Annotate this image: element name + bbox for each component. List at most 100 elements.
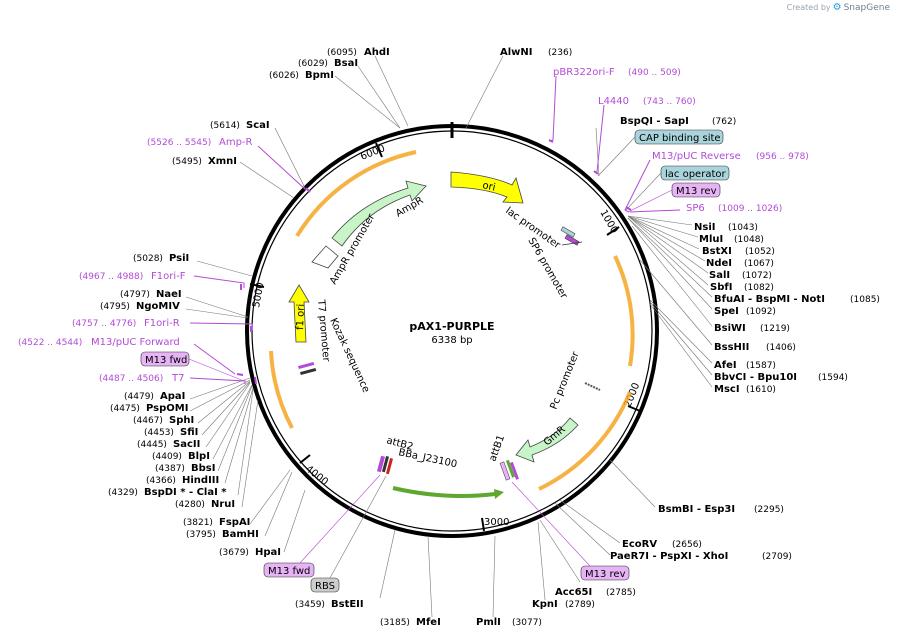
svg-text:M13/pUC Forward: M13/pUC Forward	[91, 337, 180, 348]
svg-text:M13 fwd: M13 fwd	[268, 566, 310, 577]
svg-text:M13 fwd: M13 fwd	[145, 355, 187, 366]
svg-text:(4795): (4795)	[100, 302, 130, 312]
svg-text:NgoMIV: NgoMIV	[136, 301, 180, 312]
svg-text:(1092): (1092)	[746, 307, 776, 317]
svg-text:NaeI: NaeI	[156, 289, 182, 300]
ori-arrow	[450, 171, 524, 204]
enzyme-paer7i: PaeR7I - PspXI - XhoI(2709)	[610, 551, 792, 562]
svg-text:(1594): (1594)	[818, 373, 848, 383]
svg-text:SpeI: SpeI	[714, 306, 739, 317]
svg-text:(236): (236)	[548, 48, 572, 58]
svg-text:(4445): (4445)	[137, 440, 167, 450]
enzyme-sfii: (4453)SfiI	[144, 427, 198, 438]
svg-text:(3821): (3821)	[183, 518, 213, 528]
svg-text:SfiI: SfiI	[180, 427, 198, 438]
svg-text:(1219): (1219)	[760, 324, 790, 334]
enzyme-sbfi: SbfI(1082)	[710, 282, 774, 293]
svg-text:MscI: MscI	[714, 384, 740, 395]
t7-promoter-label: T7 promoter	[315, 298, 332, 363]
attb2-mark	[376, 455, 394, 475]
box-lac-operator: lac operator	[625, 165, 730, 211]
svg-text:CAP binding site: CAP binding site	[639, 133, 721, 144]
svg-text:BspDI * - ClaI *: BspDI * - ClaI *	[144, 487, 227, 498]
tick-3000: 3000	[481, 517, 509, 532]
enzyme-bsteii: (3459)BstEII	[295, 599, 364, 610]
svg-text:L4440: L4440	[598, 96, 629, 107]
svg-text:BbvCI - Bpu10I: BbvCI - Bpu10I	[714, 372, 797, 383]
svg-text:(762): (762)	[712, 117, 736, 127]
enzyme-sphi: (4467) SphI	[133, 415, 194, 426]
svg-text:(2709): (2709)	[762, 552, 792, 562]
svg-text:AhdI: AhdI	[364, 47, 390, 58]
enzyme-spei: SpeI (1092)	[714, 306, 776, 317]
svg-text:(956 .. 978): (956 .. 978)	[756, 152, 809, 162]
enzyme-psii: (5028)PsiI	[133, 253, 189, 264]
primer-pbr322ori-f: pBR322ori-F (490 .. 509)	[553, 67, 681, 78]
enzyme-nsii: NsiI(1043)	[694, 222, 758, 233]
sp6-promoter-label: SP6 promoter	[525, 236, 569, 301]
svg-text:(3795): (3795)	[186, 530, 216, 540]
svg-text:SphI: SphI	[169, 415, 194, 426]
svg-text:(4487 .. 4506): (4487 .. 4506)	[99, 374, 163, 384]
svg-text:(3185): (3185)	[380, 618, 410, 628]
enzyme-bsiwi: BsiWI (1219)	[714, 323, 790, 334]
enzyme-bsmbi: BsmBI - Esp3I(2295)	[658, 504, 784, 515]
enzyme-alwni: AlwNI (236)	[500, 47, 572, 58]
enzyme-bsshii: BssHII(1406)	[714, 342, 796, 353]
svg-text:(490 .. 509): (490 .. 509)	[628, 68, 681, 78]
box-m13-rev-top: M13 rev	[627, 182, 721, 213]
enzyme-msci: MscI(1610)	[714, 384, 776, 395]
box-m13-fwd-left: M13 fwd	[140, 351, 245, 382]
tick-1000: 1000	[597, 208, 620, 236]
svg-text:(5028): (5028)	[133, 254, 163, 264]
enzyme-bfuai: BfuAI - BspMI - NotI(1085)	[714, 294, 880, 305]
svg-text:5000: 5000	[251, 282, 266, 309]
enzyme-naei: (4797) NaeI	[120, 289, 182, 300]
enzyme-bbsi: (4387)BbsI	[155, 463, 215, 474]
svg-text:(6029): (6029)	[298, 59, 328, 69]
green-orf-arrow	[392, 486, 496, 498]
svg-text:BssHII: BssHII	[714, 342, 749, 353]
enzyme-ahdi: (6095)AhdI	[327, 47, 390, 58]
svg-text:PspOMI: PspOMI	[146, 403, 188, 414]
svg-text:M13/pUC Reverse: M13/pUC Reverse	[652, 151, 741, 162]
primer-lines	[189, 75, 681, 384]
svg-text:pBR322ori-F: pBR322ori-F	[553, 67, 615, 78]
svg-text:F1ori-R: F1ori-R	[144, 318, 180, 329]
orf-arc-top-left	[295, 150, 417, 238]
enzyme-bpmi: (6026)BpmI	[269, 70, 334, 81]
svg-text:(2295): (2295)	[754, 505, 784, 515]
svg-text:(5495): (5495)	[172, 157, 202, 167]
primer-m13-puc-forward: (4522 .. 4544) M13/pUC Forward	[18, 337, 180, 348]
enzyme-mfei: (3185)MfeI	[380, 617, 441, 628]
svg-text:(4797): (4797)	[120, 290, 150, 300]
box-m13-rev-bottom: M13 rev	[511, 481, 630, 581]
svg-text:(4475): (4475)	[110, 404, 140, 414]
svg-text:SalI: SalI	[709, 270, 730, 281]
svg-text:(4467): (4467)	[133, 416, 163, 426]
svg-text:NdeI: NdeI	[706, 258, 732, 269]
svg-text:(4479): (4479)	[124, 392, 154, 402]
svg-text:(3679): (3679)	[219, 548, 249, 558]
svg-text:(1082): (1082)	[744, 283, 774, 293]
svg-text:SP6: SP6	[686, 203, 705, 214]
ampr-promoter-arrow	[311, 245, 339, 269]
box-rbs: RBS	[310, 475, 387, 593]
svg-text:(4522 .. 4544): (4522 .. 4544)	[18, 338, 82, 348]
green-orf-arrowhead	[494, 489, 504, 499]
svg-text:XmnI: XmnI	[208, 156, 237, 167]
primer-f1ori-r: (4757 .. 4776)F1ori-R	[72, 318, 180, 329]
svg-text:lac operator: lac operator	[665, 169, 726, 180]
svg-text:BsaI: BsaI	[334, 58, 358, 69]
svg-text:BsiWI: BsiWI	[714, 323, 746, 334]
primer-l4440: L4440(743 .. 760)	[598, 96, 696, 107]
svg-text:(3459): (3459)	[295, 600, 325, 610]
snapgene-logo-icon: ⚙	[832, 2, 842, 13]
svg-text:(1009 .. 1026): (1009 .. 1026)	[718, 204, 782, 214]
svg-text:(1085): (1085)	[850, 295, 880, 305]
enzyme-pspomi: (4475) PspOMI	[110, 403, 188, 414]
svg-text:Acc65I: Acc65I	[555, 587, 592, 598]
svg-text:ApaI: ApaI	[160, 391, 185, 402]
pc-promoter-label: Pc promoter	[549, 350, 582, 412]
